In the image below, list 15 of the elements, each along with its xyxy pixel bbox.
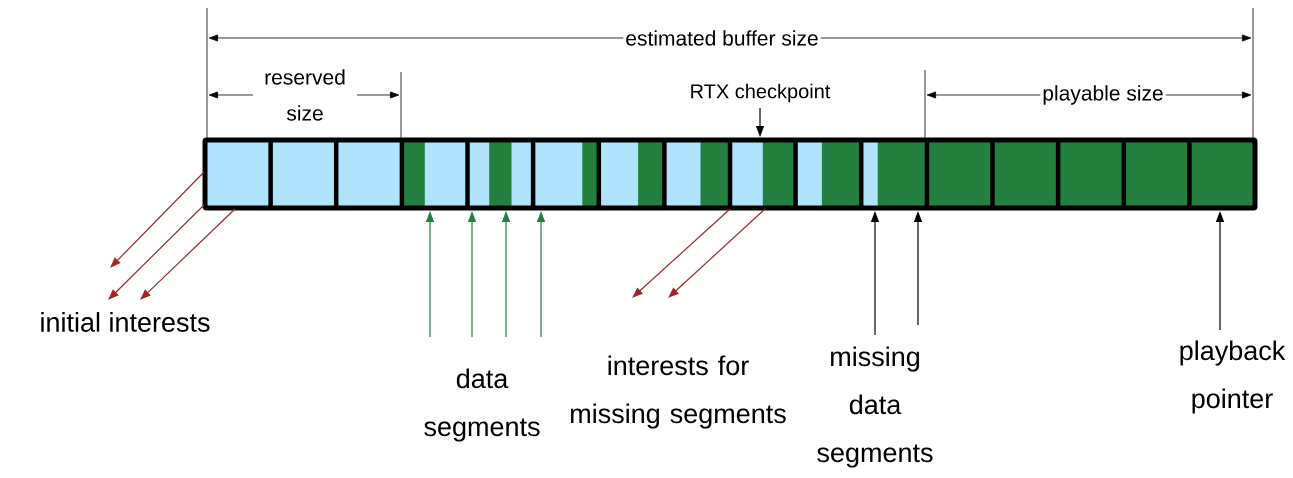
node-label: initial interests — [41, 312, 210, 332]
dimension-label: playable size — [1040, 83, 1166, 107]
node-label: data segments — [424, 368, 540, 442]
arrow — [140, 208, 236, 300]
arrow — [108, 204, 205, 300]
node-label: RTX checkpoint — [691, 83, 831, 103]
dimension-label: reserved size — [253, 67, 357, 123]
arrow — [668, 208, 766, 298]
node-label: playback pointer — [1180, 340, 1286, 414]
node-label: missing data segments — [817, 346, 933, 468]
arrow — [110, 171, 205, 268]
buffer-bar — [202, 137, 1258, 211]
arrow — [632, 208, 731, 298]
node-label: interests for missing segments — [571, 355, 786, 429]
dimension-label: estimated buffer size — [623, 28, 821, 48]
